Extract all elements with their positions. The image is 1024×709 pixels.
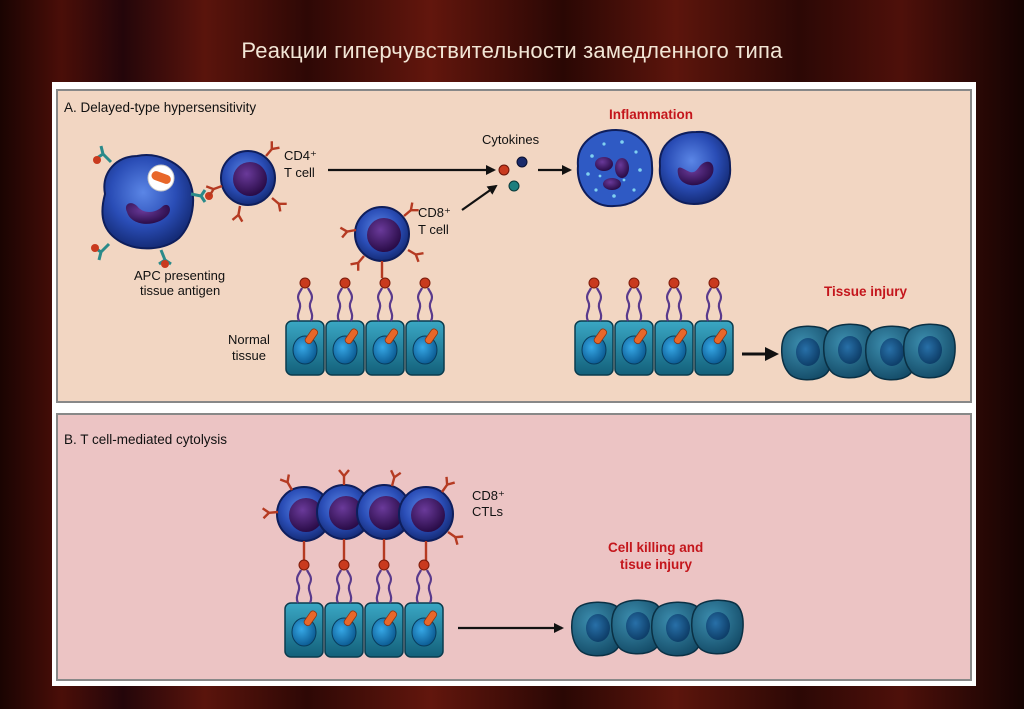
cd4-label-line1: CD4⁺	[284, 148, 317, 163]
apc-cell	[91, 145, 213, 268]
inflammation-label: Inflammation	[609, 107, 693, 122]
cd8-t-cell	[339, 201, 425, 278]
dth-diagram: A. Delayed-type hypersensitivity APC pre…	[56, 89, 972, 681]
normal-tissue-label-line1: Normal	[228, 332, 270, 347]
apc-label-line1: APC presenting	[134, 268, 225, 283]
cell-killing-label-line1: Cell killing and	[608, 540, 703, 555]
killed-tissue-cells	[570, 599, 744, 657]
diagram-figure: A. Delayed-type hypersensitivity APC pre…	[52, 82, 976, 686]
panel-a-title: A. Delayed-type hypersensitivity	[64, 100, 256, 115]
cytokine-molecules	[498, 156, 528, 192]
cd4-label-line2: T cell	[284, 165, 315, 180]
cd8-label-line2: T cell	[418, 222, 449, 237]
ctl-label-line2: CTLs	[472, 504, 504, 519]
cd8-label-line1: CD8⁺	[418, 205, 451, 220]
cytokines-label: Cytokines	[482, 132, 540, 147]
cd8-to-cytokines-arrow	[461, 184, 498, 211]
cell-killing-label-line2: tisue injury	[620, 557, 693, 572]
neutrophil-cell	[576, 128, 654, 208]
tissue-injury-label: Tissue injury	[824, 284, 908, 299]
panel-b-title: B. T cell-mediated cytolysis	[64, 432, 227, 447]
macrophage-cell	[658, 130, 732, 206]
ctl-label-line1: CD8⁺	[472, 488, 505, 503]
injured-tissue-cells	[780, 323, 956, 381]
panel-b: B. T cell-mediated cytolysis	[56, 413, 972, 681]
panel-a: A. Delayed-type hypersensitivity APC pre…	[56, 89, 972, 403]
slide-title: Реакции гиперчувствительности замедленно…	[241, 38, 783, 63]
apc-label-line2: tissue antigen	[140, 283, 220, 298]
normal-tissue-label-line2: tissue	[232, 348, 266, 363]
